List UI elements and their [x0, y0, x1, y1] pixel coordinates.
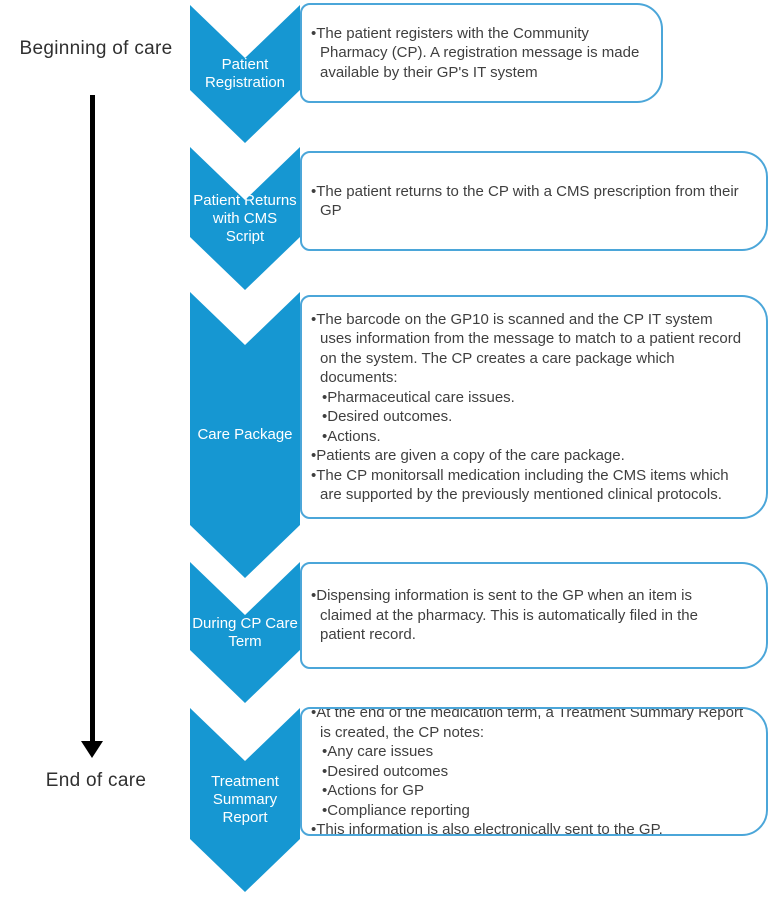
bullet-item: •Desired outcomes.: [322, 408, 453, 425]
chevron-patient-registration: Patient Registration: [190, 5, 300, 143]
bullet-item: •Actions for GP: [322, 782, 424, 800]
bullet-list: •Dispensing information is sent to the G…: [311, 586, 746, 645]
bullet-list: •The patient returns to the CP with a CM…: [311, 182, 746, 221]
bullet-item: •Pharmaceutical care issues.: [322, 388, 515, 406]
bullet-item: •Patients are given a copy of the care p…: [311, 447, 625, 464]
timeline-arrow-line: [90, 95, 95, 742]
chevron-during-cp-care-term: During CP Care Term: [190, 562, 300, 703]
bullet-item: •The barcode on the GP10 is scanned and …: [311, 310, 742, 387]
bullet-item: •Actions.: [322, 427, 381, 445]
callout-patient-registration: •The patient registers with the Communit…: [300, 3, 663, 103]
bullet-list: •At the end of the medication term, a Tr…: [311, 707, 746, 836]
callout-treatment-summary-report: •At the end of the medication term, a Tr…: [300, 707, 768, 836]
chevron-title: Patient Returns with CMS Script: [193, 191, 297, 245]
chevron-title: Patient Registration: [204, 56, 286, 91]
bullet-item: •Compliance reporting: [322, 801, 470, 819]
chevron-title: Care Package: [197, 426, 293, 443]
callout-patient-returns: •The patient returns to the CP with a CM…: [300, 151, 768, 251]
bullet-list: •The patient registers with the Communit…: [311, 24, 641, 83]
end-of-care-label: End of care: [45, 770, 147, 791]
bullet-item: •The patient registers with the Communit…: [311, 24, 640, 81]
bullet-item: •Desired outcomes: [322, 762, 449, 780]
bullet-list: •The barcode on the GP10 is scanned and …: [311, 310, 746, 505]
bullet-item: •This information is also electronically…: [311, 821, 663, 836]
bullet-item: •Dispensing information is sent to the G…: [311, 587, 698, 644]
callout-during-cp-care-term: •Dispensing information is sent to the G…: [300, 562, 768, 669]
bullet-item: •At the end of the medication term, a Tr…: [311, 707, 744, 741]
chevron-title: During CP Care Term: [192, 614, 298, 650]
bullet-item: •The CP monitorsall medication including…: [311, 466, 729, 504]
beginning-of-care-label: Beginning of care: [19, 38, 173, 59]
chevron-title: Treatment Summary Report: [211, 773, 279, 826]
bullet-item: •Any care issues: [322, 743, 434, 761]
chevron-patient-returns: Patient Returns with CMS Script: [190, 147, 300, 290]
bullet-item: •The patient returns to the CP with a CM…: [311, 182, 739, 220]
down-arrowhead-icon: [81, 741, 103, 758]
chevron-treatment-summary-report: Treatment Summary Report: [190, 708, 300, 892]
callout-care-package: •The barcode on the GP10 is scanned and …: [300, 295, 768, 519]
chevron-care-package: Care Package: [190, 292, 300, 578]
